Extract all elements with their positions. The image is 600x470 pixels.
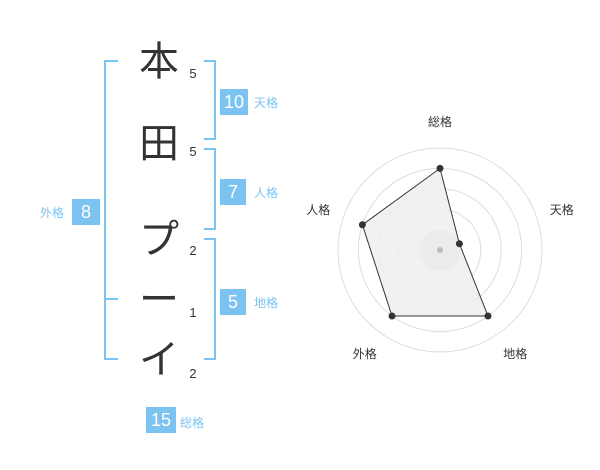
stroke-count-1: 5 — [189, 66, 197, 81]
jinkaku-value: 7 — [220, 179, 246, 205]
jinkaku-bracket-bottom — [204, 228, 216, 230]
stroke-count-3: 2 — [189, 243, 197, 258]
radar-ring-5 — [337, 147, 543, 353]
radar-axis-label-4: 人格 — [306, 203, 331, 218]
tenkaku-bracket-bottom — [204, 138, 216, 140]
jinkaku-bracket-top — [204, 148, 216, 150]
name-char-5: イ — [139, 337, 179, 383]
gaikaku-bracket-bottom — [104, 358, 118, 360]
name-char-2: 田 — [139, 121, 179, 167]
radar-polygon — [361, 167, 489, 317]
chikaku-value: 5 — [220, 289, 246, 315]
chikaku-bracket — [214, 238, 216, 360]
radar-axis-label-1: 天格 — [549, 203, 574, 218]
radar-axis-label-2: 地格 — [503, 346, 528, 361]
radar-point-1 — [455, 240, 463, 248]
name-char-4: ー — [139, 277, 179, 323]
tenkaku-bracket-top — [204, 60, 216, 62]
stroke-count-4: 1 — [189, 305, 197, 320]
radar-center — [437, 247, 443, 253]
tenkaku-value: 10 — [220, 89, 248, 115]
chikaku-bracket-top — [204, 238, 216, 240]
chikaku-bracket-bottom — [204, 358, 216, 360]
radar-axis-label-0: 総格 — [427, 115, 453, 129]
soukaku-value: 15 — [146, 407, 176, 433]
tenkaku-label: 天格 — [254, 96, 279, 110]
radar-axis-label-3: 外格 — [352, 346, 377, 361]
gaikaku-bracket — [104, 60, 106, 360]
soukaku-label: 総格 — [180, 416, 205, 430]
name-char-3: プ — [139, 217, 179, 263]
jinkaku-label: 人格 — [254, 186, 279, 200]
stroke-count-2: 5 — [189, 144, 197, 159]
gaikaku-bracket-top — [104, 60, 118, 62]
stroke-count-5: 2 — [189, 366, 197, 381]
jinkaku-bracket — [214, 148, 216, 230]
gaikaku-label: 外格 — [40, 206, 65, 220]
chikaku-label: 地格 — [254, 296, 279, 310]
radar-point-3 — [388, 312, 396, 320]
radar-point-4 — [358, 221, 366, 229]
radar-point-2 — [484, 312, 492, 320]
gaikaku-bracket-mid — [104, 298, 118, 300]
gaikaku-value: 8 — [72, 199, 100, 225]
radar-point-0 — [436, 164, 444, 172]
tenkaku-bracket — [214, 60, 216, 140]
name-char-1: 本 — [139, 39, 179, 85]
